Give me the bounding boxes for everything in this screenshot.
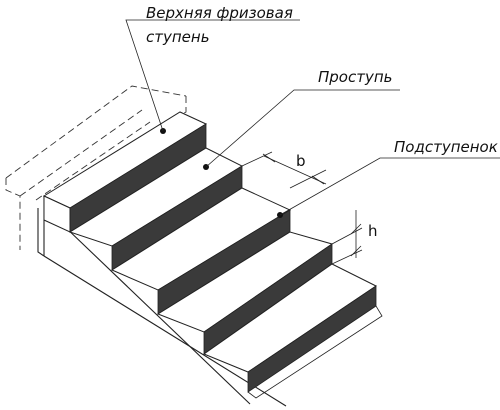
leader-lines	[125, 19, 500, 216]
dimension-b	[241, 151, 327, 189]
label-frieze-step-line2: ступень	[146, 28, 210, 46]
label-dim-b: b	[296, 152, 306, 170]
dimension-h	[331, 210, 363, 265]
step-4	[156, 231, 334, 355]
label-frieze-step-line1: Верхняя фризовая	[146, 4, 293, 22]
step-6-bottom	[247, 305, 383, 399]
step-2	[68, 147, 244, 271]
label-riser: Подступенок	[394, 138, 498, 156]
label-tread: Проступь	[318, 68, 393, 86]
flight-side	[37, 196, 287, 407]
label-dim-h: h	[368, 222, 378, 240]
step-5	[202, 263, 377, 393]
